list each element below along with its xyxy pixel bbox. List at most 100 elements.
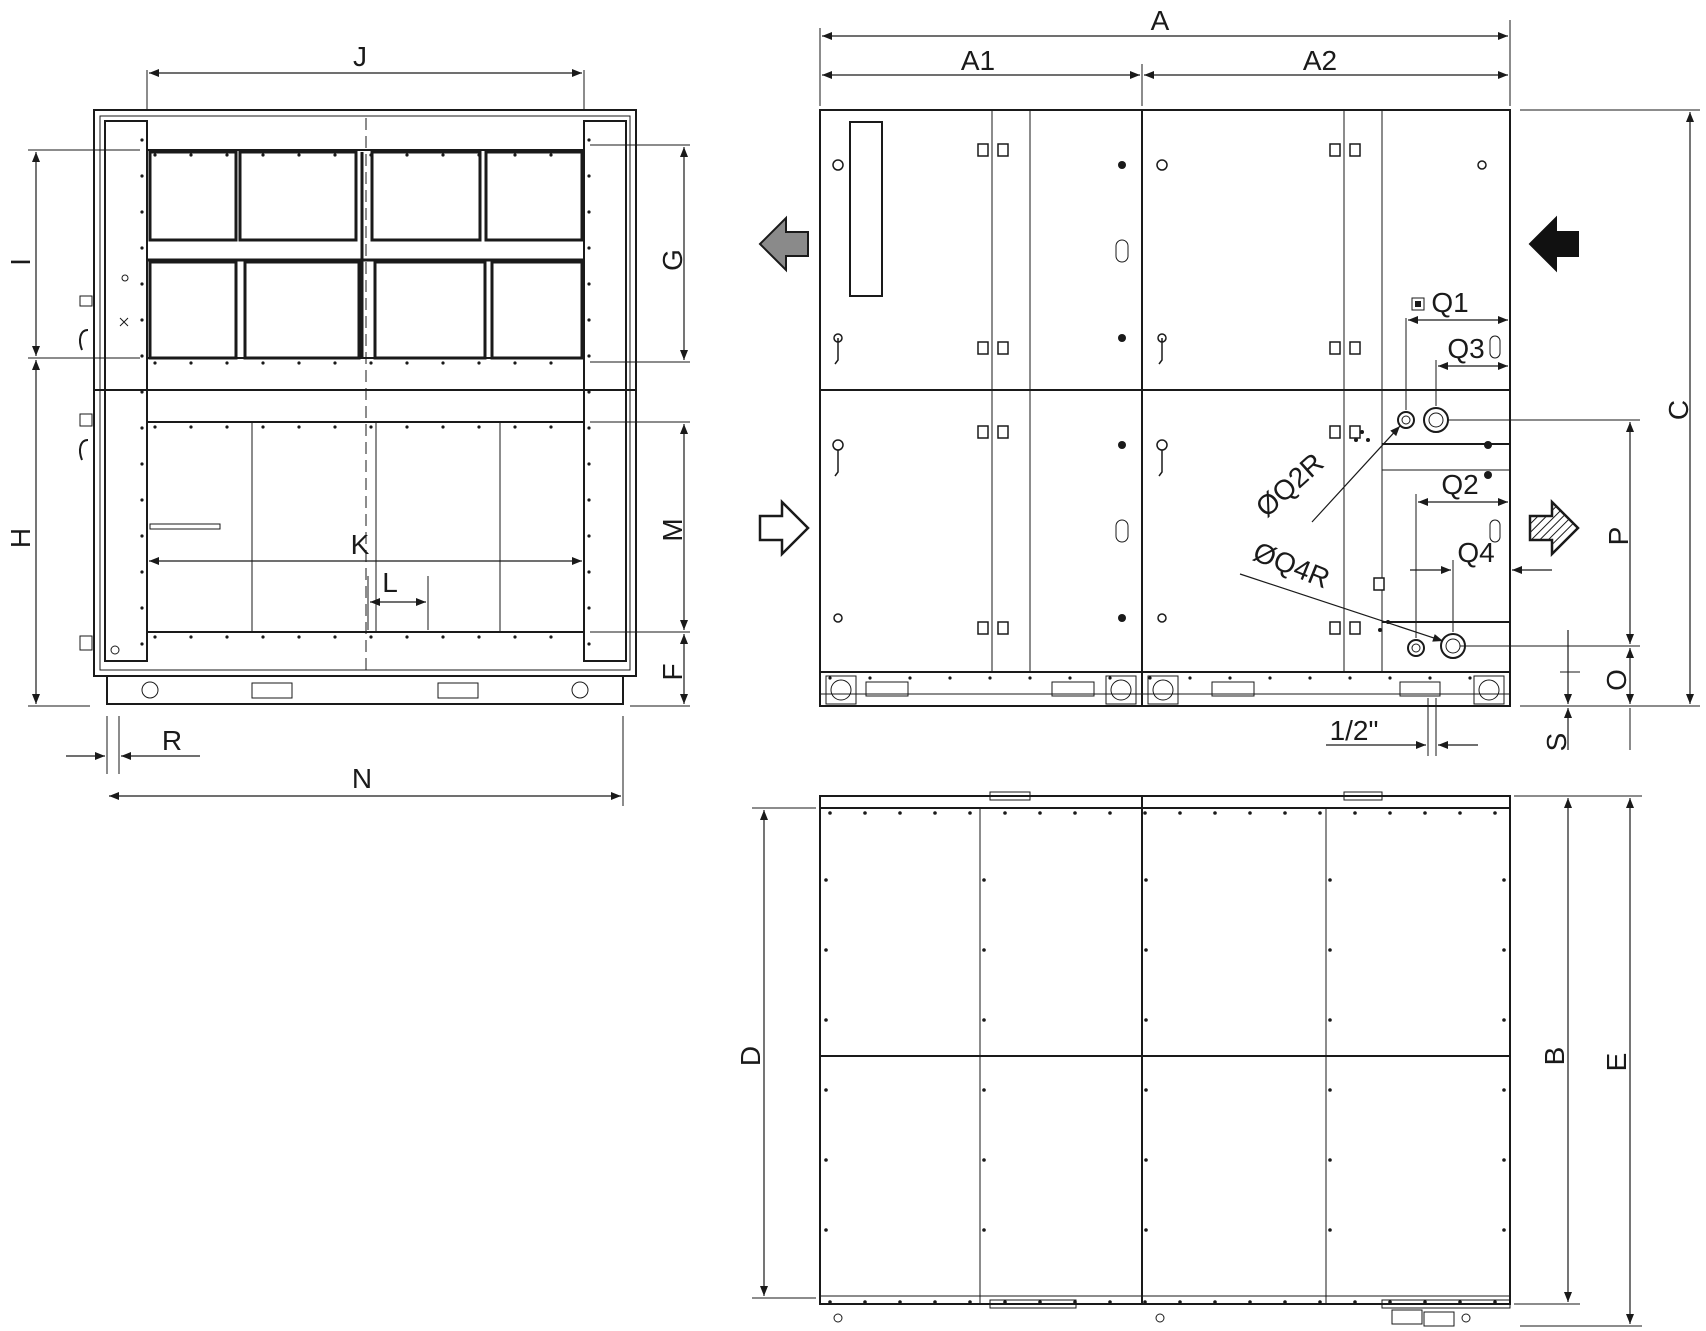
- rivet-dot: [405, 425, 409, 429]
- dim-J: J: [146, 41, 585, 110]
- rivet-dot: [1348, 676, 1352, 680]
- dim-G: G: [590, 144, 690, 363]
- dim-O: O: [1564, 630, 1634, 704]
- door-latch: [1157, 613, 1167, 623]
- rivet-dot: [1228, 676, 1232, 680]
- rivet-dot: [297, 425, 301, 429]
- rivet-dot: [549, 361, 553, 365]
- rivet-dot: [1366, 438, 1370, 442]
- rivet-dot: [549, 425, 553, 429]
- rivet-dot: [140, 354, 144, 358]
- door-latch: [1156, 159, 1168, 171]
- rivet-dot: [1268, 676, 1272, 680]
- dim-label-G: G: [657, 249, 688, 271]
- rivet-dot: [1388, 811, 1392, 815]
- dim-label-A2: A2: [1303, 45, 1337, 76]
- rivet-dot: [1178, 811, 1182, 815]
- rivet-dot: [261, 153, 265, 157]
- rivet-dot: [297, 635, 301, 639]
- rivet-dot: [1328, 878, 1332, 882]
- door-handle: [1158, 338, 1163, 365]
- dim-label-E: E: [1601, 1053, 1632, 1072]
- hinge: [1329, 143, 1341, 157]
- dim-label-L: L: [382, 567, 398, 598]
- rivet-dot: [1318, 811, 1322, 815]
- rivet-dot: [140, 174, 144, 178]
- dim-A1: A1: [822, 45, 1143, 106]
- dim-label-Q1: Q1: [1431, 287, 1468, 318]
- rivet-dot: [1108, 1300, 1112, 1304]
- rivet-dot: [225, 635, 229, 639]
- rivet-dot: [1144, 1018, 1148, 1022]
- dim-L: L: [367, 567, 429, 630]
- rivet-dot: [369, 635, 373, 639]
- rivet-dot: [587, 174, 591, 178]
- rivet-dot: [863, 811, 867, 815]
- rivet-dot: [968, 1300, 972, 1304]
- rivet-dot: [1003, 811, 1007, 815]
- front-view: J G I H K L: [5, 41, 690, 806]
- rivet-dot: [828, 676, 832, 680]
- door-handle: [1158, 450, 1163, 477]
- hinge: [997, 341, 1009, 355]
- hinge: [1329, 341, 1341, 355]
- dim-N: N: [109, 716, 624, 806]
- rivet-dot: [477, 425, 481, 429]
- dim-label-A1: A1: [961, 45, 995, 76]
- rivet-dot: [1502, 1158, 1506, 1162]
- rivet-dot: [153, 425, 157, 429]
- dim-A2: A2: [1144, 45, 1508, 79]
- dim-label-D: D: [735, 1046, 766, 1066]
- rivet-dot: [1502, 1228, 1506, 1232]
- rivet-dot: [261, 361, 265, 365]
- dim-C: C: [1520, 109, 1700, 707]
- dim-label-S: S: [1541, 733, 1572, 752]
- dim-S: S: [1541, 671, 1631, 752]
- rivet-dot: [1423, 1300, 1427, 1304]
- dim-label-O: O: [1601, 669, 1632, 691]
- door-handle: [834, 450, 839, 477]
- rivet-dot: [1118, 614, 1126, 622]
- hinge: [1349, 425, 1361, 439]
- rivet-dot: [1458, 811, 1462, 815]
- rivet-dot: [948, 676, 952, 680]
- dim-A: A: [819, 5, 1511, 106]
- rivet-dot: [369, 153, 373, 157]
- hinge: [1373, 577, 1385, 591]
- rivet-dot: [587, 138, 591, 142]
- rivet-dot: [333, 361, 337, 365]
- rivet-dot: [1003, 1300, 1007, 1304]
- rivet-dot: [477, 153, 481, 157]
- rivet-dot: [1148, 676, 1152, 680]
- rivet-dot: [587, 354, 591, 358]
- top-view: D B E: [735, 791, 1642, 1327]
- dim-label-half-inch: 1/2": [1330, 715, 1379, 746]
- rivet-dot: [140, 282, 144, 286]
- rivet-dot: [1144, 878, 1148, 882]
- dim-F: F: [630, 634, 690, 707]
- rivet-dot: [1428, 676, 1432, 680]
- rivet-dot: [1360, 430, 1364, 434]
- rivet-dot: [587, 246, 591, 250]
- rivet-dot: [828, 811, 832, 815]
- rivet-dot: [587, 534, 591, 538]
- top-view-body: [819, 791, 1511, 1327]
- rivet-dot: [369, 425, 373, 429]
- hinge: [977, 425, 989, 439]
- rivet-dot: [225, 153, 229, 157]
- rivet-dot: [982, 1158, 986, 1162]
- dim-label-J: J: [353, 41, 367, 72]
- rivet-dot: [1143, 811, 1147, 815]
- rivet-dot: [140, 534, 144, 538]
- rivet-dot: [933, 1300, 937, 1304]
- rivet-dot: [587, 606, 591, 610]
- rivet-dot: [587, 318, 591, 322]
- dim-I: I: [5, 149, 140, 359]
- dim-label-K: K: [351, 529, 370, 560]
- rivet-dot: [828, 1300, 832, 1304]
- rivet-dot: [1248, 1300, 1252, 1304]
- rivet-dot: [1144, 948, 1148, 952]
- rivet-dot: [441, 361, 445, 365]
- dim-H: H: [5, 360, 90, 707]
- rivet-dot: [140, 642, 144, 646]
